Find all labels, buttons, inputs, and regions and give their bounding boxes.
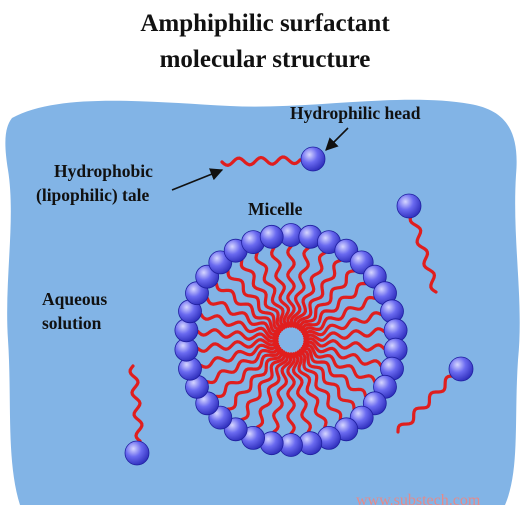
micelle-tail	[205, 296, 281, 337]
micelle-tail	[196, 338, 279, 353]
micelle-tail	[226, 348, 284, 411]
aqueous-label-line1: Aqueous	[42, 289, 108, 309]
micelle-label: Micelle	[248, 199, 303, 219]
micelle-tail	[214, 346, 282, 399]
micelle-tail	[302, 311, 383, 338]
micelle-tail	[254, 251, 288, 329]
micelle-tail	[199, 342, 280, 369]
free-molecule-tail	[408, 212, 438, 294]
hydrophobic-label-line1: Hydrophobic	[54, 161, 153, 181]
free-molecule-tail	[220, 155, 302, 167]
aqueous-solution-region	[5, 99, 520, 505]
hydrophilic-head-arrow	[325, 127, 349, 151]
free-molecule-tail	[128, 364, 144, 443]
hydrophobic-label-line2: (lipophilic) tale	[36, 185, 150, 205]
watermark: www.substech.com	[356, 492, 481, 509]
free-molecule-tail	[396, 374, 455, 434]
micelle-tail	[298, 269, 356, 332]
micelle-tail	[301, 343, 377, 384]
micelle-tails	[196, 244, 386, 436]
micelle-tail	[291, 352, 312, 434]
micelle-tail	[293, 251, 327, 329]
micelle-tail	[214, 282, 282, 334]
micelle-heads	[174, 223, 408, 457]
hydrophobic-tail-arrow	[171, 168, 224, 191]
micelle-tail	[296, 350, 343, 422]
micelle-tail	[302, 340, 383, 368]
free-molecule-head	[124, 440, 150, 466]
micelle-tail	[199, 312, 280, 340]
free-molecule-head	[300, 146, 326, 172]
free-molecule-head	[396, 193, 422, 219]
diagram-title-line2: molecular structure	[159, 46, 371, 73]
micelle-tail	[289, 246, 310, 328]
micelle-tail	[303, 337, 386, 352]
micelle-head	[259, 224, 284, 249]
micelle-tail	[272, 352, 293, 434]
micelle-tail	[239, 258, 286, 330]
micelle-tail	[300, 281, 368, 334]
micelle-tail	[298, 348, 356, 411]
micelle-tail	[205, 344, 281, 385]
micelle-tail	[286, 244, 296, 328]
micelle-tail	[226, 269, 284, 332]
micelle-tail	[240, 350, 286, 422]
diagram-title-line1: Amphiphilic surfactant	[140, 10, 390, 37]
aqueous-label-line2: solution	[42, 313, 102, 333]
free-molecules	[124, 146, 474, 466]
micelle-tail	[303, 327, 386, 342]
micelle-tail	[294, 351, 328, 429]
micelle-tail	[255, 351, 289, 429]
hydrophilic-head-label: Hydrophilic head	[290, 103, 421, 123]
micelle-tail	[286, 352, 296, 436]
micelle-tail	[296, 258, 342, 330]
micelle-tail	[270, 246, 291, 328]
micelle-tail	[301, 295, 377, 336]
free-molecule-head	[448, 356, 474, 382]
micelle-tail	[300, 346, 368, 398]
micelle-tail	[196, 328, 279, 343]
